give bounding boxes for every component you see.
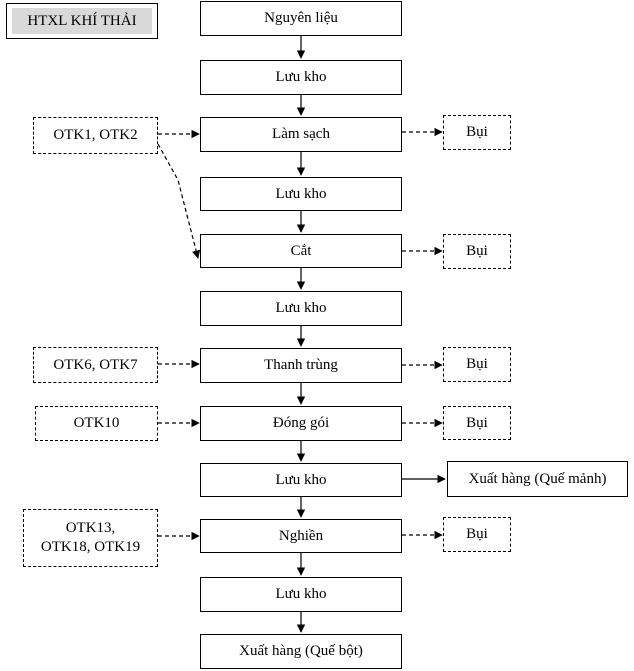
step-sterilization: Thanh trùng [200,348,402,383]
step-storage: Lưu kho [200,291,402,326]
emission-dust: Bụi [443,115,511,150]
step-storage: Lưu kho [200,577,402,612]
input-otk13-otk18-otk19: OTK13, OTK18, OTK19 [23,509,158,567]
emission-dust: Bụi [443,406,511,440]
step-powder-shipment: Xuất hàng (Quế bột) [200,634,402,669]
legend-box: HTXL KHÍ THẢI [6,3,158,39]
step-storage: Lưu kho [200,177,402,211]
step-cleaning: Làm sạch [200,117,402,152]
output-cinnamon-pieces: Xuất hàng (Quế mảnh) [447,461,628,497]
input-arrow [157,143,201,259]
emission-dust: Bụi [443,347,511,382]
emission-dust: Bụi [443,234,511,269]
emission-dust: Bụi [443,517,511,552]
step-storage: Lưu kho [200,60,402,95]
input-otk1-otk2: OTK1, OTK2 [33,117,158,154]
step-cutting: Cắt [200,234,402,268]
step-storage: Lưu kho [200,463,402,497]
input-otk6-otk7: OTK6, OTK7 [33,347,158,383]
legend-label: HTXL KHÍ THẢI [12,8,152,34]
step-packaging: Đóng gói [200,406,402,441]
step-grinding: Nghiền [200,519,402,553]
step-raw-material: Nguyên liệu [200,1,402,36]
input-otk10: OTK10 [35,406,158,441]
